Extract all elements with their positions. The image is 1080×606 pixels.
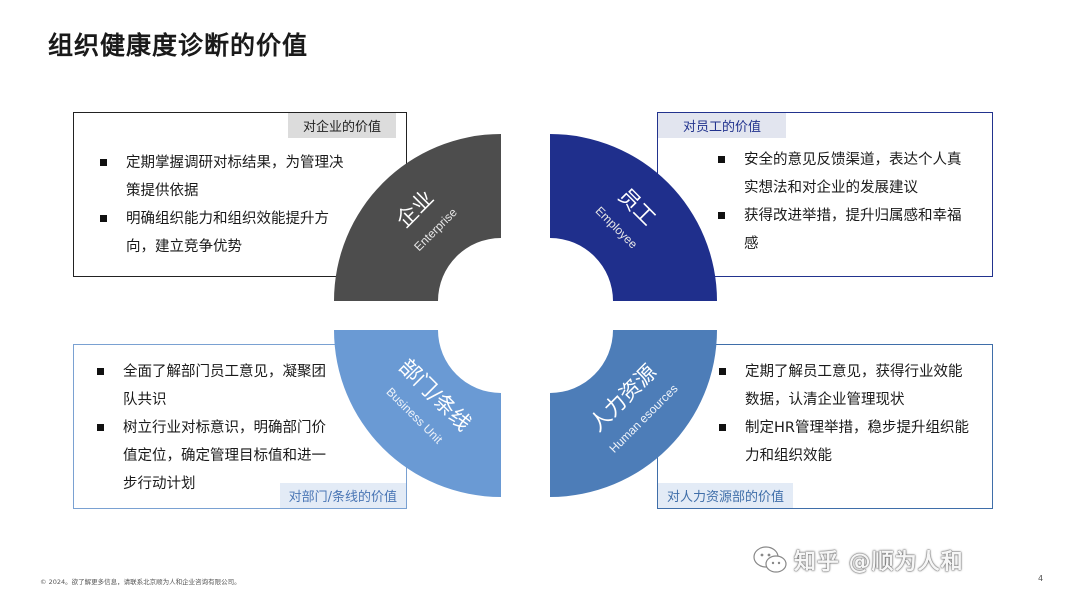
- watermark: 知乎 @顺为人和: [752, 544, 964, 576]
- hr-quadrant: [550, 330, 717, 497]
- employee-panel-tag: 对员工的价值: [658, 113, 786, 138]
- enterprise-panel-tag: 对企业的价值: [288, 113, 396, 138]
- watermark-text: 知乎 @顺为人和: [794, 550, 964, 575]
- copyright-footer: © 2024。欲了解更多信息，请联系北京顺为人和企业咨询有限公司。: [40, 578, 241, 586]
- business-unit-panel-tag: 对部门/条线的价值: [279, 483, 406, 508]
- enterprise-value-list: 定期掌握调研对标结果，为管理决策提供依据 明确组织能力和组织效能提升方向，建立竞…: [98, 149, 354, 261]
- wechat-icon: [753, 546, 787, 573]
- list-item: 树立行业对标意识，明确部门价值定位，确定管理目标值和进一步行动计划: [95, 414, 335, 498]
- list-item: 定期掌握调研对标结果，为管理决策提供依据: [98, 149, 354, 205]
- hr-panel-tag: 对人力资源部的价值: [658, 483, 794, 508]
- list-item: 明确组织能力和组织效能提升方向，建立竞争优势: [98, 205, 354, 261]
- page-title: 组织健康度诊断的价值: [48, 31, 309, 60]
- list-item: 获得改进举措，提升归属感和幸福感: [716, 202, 970, 258]
- employee-value-list: 安全的意见反馈渠道，表达个人真实想法和对企业的发展建议 获得改进举措，提升归属感…: [716, 146, 970, 258]
- business-unit-value-list: 全面了解部门员工意见，凝聚团队共识 树立行业对标意识，明确部门价值定位，确定管理…: [95, 358, 335, 498]
- enterprise-panel: 对企业的价值: [73, 112, 407, 277]
- list-item: 安全的意见反馈渠道，表达个人真实想法和对企业的发展建议: [716, 146, 970, 202]
- page-number: 4: [1038, 574, 1044, 583]
- list-item: 制定HR管理举措，稳步提升组织能力和组织效能: [717, 414, 971, 470]
- hr-value-list: 定期了解员工意见，获得行业效能数据，认清企业管理现状 制定HR管理举措，稳步提升…: [717, 358, 971, 470]
- list-item: 定期了解员工意见，获得行业效能数据，认清企业管理现状: [717, 358, 971, 414]
- list-item: 全面了解部门员工意见，凝聚团队共识: [95, 358, 335, 414]
- enterprise-quadrant: [334, 134, 501, 301]
- employee-quadrant: [550, 134, 717, 301]
- business-unit-quadrant: [334, 330, 501, 497]
